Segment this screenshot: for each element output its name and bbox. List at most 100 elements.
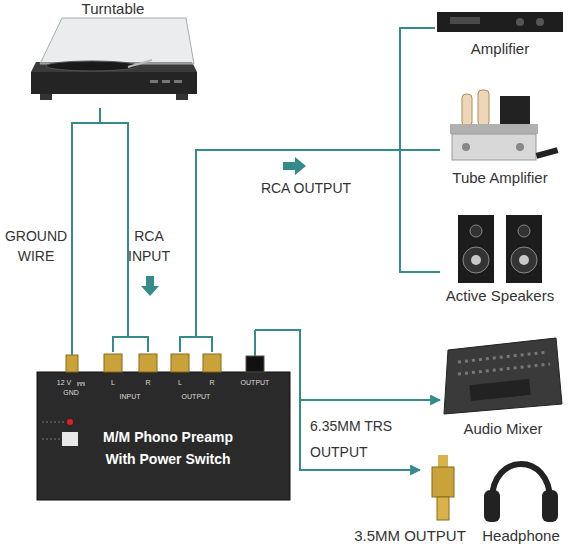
dc-symbol <box>77 383 85 384</box>
plug-body <box>432 467 454 497</box>
turntable-button <box>162 80 170 83</box>
vacuum-tube <box>462 94 472 126</box>
direction-arrow <box>283 157 306 175</box>
adapter-illustration <box>432 455 454 520</box>
ground-post <box>66 355 78 372</box>
input-split <box>127 330 129 337</box>
device-caption: Turntable <box>53 0 173 18</box>
amp-knob <box>462 143 470 151</box>
adapter-device: 3.5MM OUTPUT <box>420 450 462 544</box>
chassis-front <box>452 134 536 160</box>
ear-cup <box>542 490 558 522</box>
audio-mixer-device: Audio Mixer <box>440 330 565 440</box>
power-led <box>67 419 73 425</box>
direction-arrow <box>141 276 159 296</box>
connection-label: RCA INPUT <box>118 226 180 266</box>
device-caption: 3.5MM OUTPUT <box>345 527 475 544</box>
headband <box>492 464 550 500</box>
panel-label: 12 V <box>44 379 84 387</box>
speaker-tweeter <box>518 225 530 237</box>
preamp-illustration <box>37 330 290 500</box>
panel-label: R <box>202 379 222 387</box>
rca-jack <box>171 354 189 372</box>
turntable-front <box>31 72 197 94</box>
turntable-button <box>174 80 182 83</box>
rca-jack <box>203 354 221 372</box>
turntable-lid <box>40 18 194 64</box>
speaker-cabinet <box>506 215 542 283</box>
chassis-top <box>450 124 538 134</box>
signal-cable <box>196 150 440 330</box>
ear-cup <box>484 490 500 522</box>
mixer-faders <box>469 379 530 401</box>
rca-jack <box>139 354 157 372</box>
signal-cable <box>196 28 435 330</box>
panel-guide <box>42 439 60 440</box>
device-caption: Amplifier <box>435 40 565 58</box>
output-split <box>195 330 197 337</box>
rca-jack <box>104 354 122 372</box>
amplifier-body <box>437 12 563 32</box>
power-switch <box>62 432 78 446</box>
speaker-woofer <box>463 247 489 273</box>
headphone-device: Headphone <box>478 450 570 544</box>
turntable-platter <box>46 61 138 71</box>
panel-label: OUTPUT <box>176 393 216 401</box>
plug-tip <box>438 455 448 467</box>
headphone-illustration <box>484 464 558 522</box>
device-caption: Headphone <box>475 527 567 544</box>
turntable-foot <box>40 94 52 100</box>
mixer-panel <box>444 338 562 414</box>
speakers-illustration <box>458 215 542 283</box>
tube-amplifier-device: Tube Amplifier <box>440 80 565 190</box>
device-caption: Active Speakers <box>438 287 563 305</box>
trs-jack <box>246 356 264 372</box>
amplifier-knob <box>516 18 524 26</box>
device-title: M/M Phono Preamp With Power Switch <box>88 426 248 471</box>
panel-guide <box>42 422 64 423</box>
speaker-woofer <box>511 247 537 273</box>
connection-label: GROUND WIRE <box>0 226 72 266</box>
speaker-dome <box>471 255 481 265</box>
turntable-button <box>150 80 158 83</box>
device-caption: Tube Amplifier <box>438 169 563 187</box>
dc-symbol <box>77 385 85 386</box>
turntable-tonearm <box>128 60 152 67</box>
amplifier-display <box>450 17 480 24</box>
signal-cable <box>196 150 440 330</box>
panel-label: L <box>170 379 190 387</box>
speaker-dome <box>519 255 529 265</box>
input-split <box>113 337 148 352</box>
mixer-knobs <box>458 352 548 362</box>
preamp-body <box>37 372 290 500</box>
tube-amplifier-illustration <box>450 90 558 160</box>
speaker-tweeter <box>470 225 482 237</box>
amplifier-knob <box>536 18 544 26</box>
panel-label: R <box>138 379 158 387</box>
device-caption: Audio Mixer <box>441 420 566 438</box>
amp-knob <box>516 143 524 151</box>
mixer-illustration <box>444 338 562 414</box>
output-split <box>180 337 212 352</box>
connection-label: RCA OUTPUT <box>240 178 372 198</box>
vacuum-tube <box>478 90 489 126</box>
turntable-device: Turntable <box>28 0 200 108</box>
panel-label: INPUT <box>110 393 150 401</box>
signal-cable <box>255 330 440 400</box>
mixer-knobs <box>458 364 550 374</box>
signal-cable <box>100 108 128 330</box>
panel-label: L <box>103 379 123 387</box>
speakers-device: Active Speakers <box>440 210 565 306</box>
signal-cable <box>255 330 420 470</box>
amplifier-device: Amplifier <box>435 4 565 60</box>
plug-shaft <box>437 497 449 520</box>
turntable-illustration <box>31 18 197 100</box>
signal-cable <box>72 108 100 330</box>
remote-control <box>536 147 559 158</box>
trs-lead <box>254 330 256 356</box>
transformer <box>500 96 530 124</box>
